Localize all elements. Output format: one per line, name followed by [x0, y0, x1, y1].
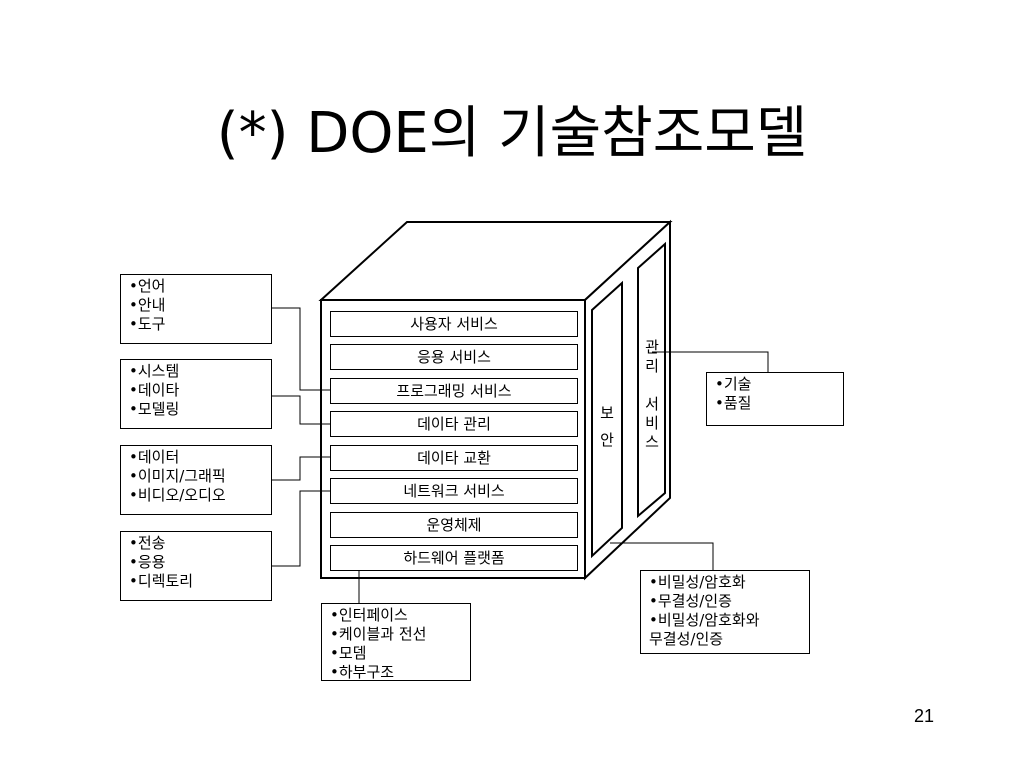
note-item: •디렉토리	[129, 572, 194, 590]
note-item: 무결성/인증	[649, 630, 724, 648]
connector-data	[272, 456, 330, 481]
note-transfer: •전송 •응용 •디렉토리	[120, 531, 272, 601]
note-data: •데이터 •이미지/그래픽 •비디오/오디오	[120, 445, 272, 515]
note-item: •비밀성/암호화	[649, 573, 746, 591]
note-security: •비밀성/암호화 •무결성/인증 •비밀성/암호화와 무결성/인증	[640, 570, 810, 654]
layer-user-service: 사용자 서비스	[330, 311, 578, 337]
note-hardware: •인터페이스 •케이블과 전선 •모뎀 •하부구조	[321, 603, 471, 681]
connector-transfer	[272, 490, 330, 567]
management-label-char: 스	[645, 433, 659, 451]
note-item: •언어	[129, 277, 166, 295]
note-item: •비밀성/암호화와	[649, 611, 760, 629]
layer-application-service: 응용 서비스	[330, 344, 578, 370]
slide-title: (*) DOE의 기술참조모델	[216, 101, 808, 166]
connector-system	[272, 395, 330, 425]
note-item: •케이블과 전선	[330, 625, 427, 643]
management-label-char: 서	[645, 395, 659, 413]
note-item: •품질	[715, 394, 752, 412]
note-item: •도구	[129, 315, 166, 333]
security-panel	[591, 280, 623, 559]
layer-data-exchange: 데이타 교환	[330, 445, 578, 471]
security-label-char: 보	[600, 404, 614, 422]
note-item: •이미지/그래픽	[129, 467, 226, 485]
connector-management	[652, 351, 769, 372]
management-label: 관 리 서 비 스	[640, 338, 664, 452]
note-item: •시스템	[129, 362, 180, 380]
layer-data-management: 데이타 관리	[330, 411, 578, 437]
note-item: •데이터	[129, 448, 180, 466]
security-label-char: 안	[600, 431, 614, 449]
note-item: •안내	[129, 296, 166, 314]
management-label-char: 관	[645, 338, 659, 356]
note-item: •하부구조	[330, 663, 395, 681]
note-item: •모델링	[129, 400, 180, 418]
page-number: 21	[913, 706, 934, 726]
note-item: •데이타	[129, 381, 180, 399]
note-item: •모뎀	[330, 644, 367, 662]
management-label-char: 리	[645, 357, 659, 375]
connector-security	[610, 542, 714, 570]
layer-programming-service: 프로그래밍 서비스	[330, 378, 578, 404]
security-label: 보 안	[595, 404, 619, 450]
layer-operating-system: 운영체제	[330, 512, 578, 538]
note-item: •전송	[129, 534, 166, 552]
layer-network-service: 네트워크 서비스	[330, 478, 578, 504]
layer-hardware-platform: 하드웨어 플랫폼	[330, 545, 578, 571]
note-item: •인터페이스	[330, 606, 408, 624]
note-item: •비디오/오디오	[129, 486, 226, 504]
note-system: •시스템 •데이타 •모델링	[120, 359, 272, 429]
note-management: •기술 •품질	[706, 372, 844, 426]
management-panel	[637, 241, 666, 519]
management-label-char: 비	[645, 414, 659, 432]
note-item: •무결성/인증	[649, 592, 732, 610]
connector-ui	[272, 307, 330, 391]
note-ui: •언어 •안내 •도구	[120, 274, 272, 344]
note-item: •응용	[129, 553, 166, 571]
note-item: •기술	[715, 375, 752, 393]
